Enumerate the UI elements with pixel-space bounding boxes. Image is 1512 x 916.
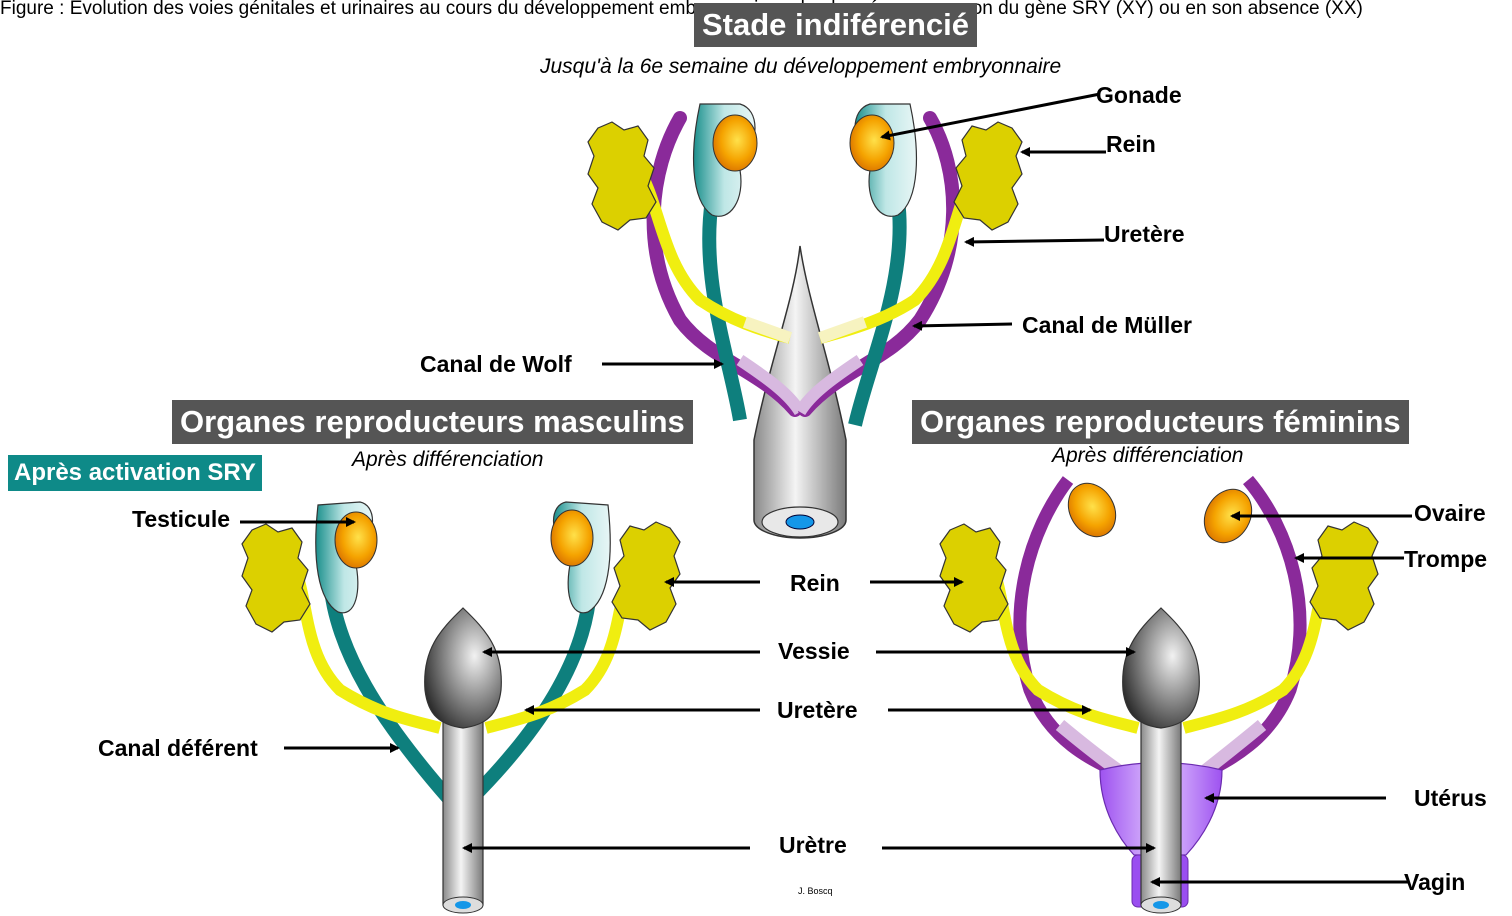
sry-activation-badge: Après activation SRY: [8, 455, 262, 491]
section-subtitle-male: Après différenciation: [352, 448, 543, 472]
gonad-icon: [850, 115, 894, 171]
kidney-icon: [588, 122, 656, 230]
gonad-icon: [551, 510, 593, 566]
kidney-icon: [954, 122, 1022, 230]
gonad-icon: [713, 115, 757, 171]
section-subtitle-indifferent: Jusqu'à la 6e semaine du développement e…: [540, 55, 1061, 79]
arrow-icon: [914, 324, 1012, 326]
label-testicule: Testicule: [132, 506, 230, 533]
label-uretere-top: Uretère: [1104, 221, 1185, 248]
kidney-icon: [940, 524, 1008, 632]
label-canal-wolf: Canal de Wolf: [420, 351, 572, 378]
label-uretere: Uretère: [777, 697, 858, 724]
label-canal-muller: Canal de Müller: [1022, 312, 1192, 339]
section-title-male: Organes reproducteurs masculins: [172, 400, 693, 444]
arrow-icon: [966, 240, 1104, 242]
label-trompe: Trompe: [1404, 546, 1487, 573]
label-ovaire: Ovaire: [1414, 500, 1486, 527]
lumen: [786, 515, 814, 529]
bladder-icon: [1123, 608, 1200, 728]
label-gonade: Gonade: [1096, 82, 1182, 109]
bladder-icon: [425, 608, 502, 728]
kidney-icon: [1310, 522, 1378, 630]
male-organs: [242, 502, 680, 913]
gonad-icon: [335, 512, 377, 568]
kidney-icon: [242, 524, 310, 632]
label-rein-top: Rein: [1106, 131, 1156, 158]
kidney-icon: [612, 522, 680, 630]
label-canal-deferent: Canal déférent: [98, 735, 258, 762]
section-title-indifferent: Stade indiférencié: [694, 3, 977, 47]
section-subtitle-female: Après différenciation: [1052, 444, 1243, 468]
label-rein: Rein: [790, 570, 840, 597]
indifferent-stage: [588, 104, 1022, 538]
credit: J. Boscq: [798, 886, 833, 896]
label-vessie: Vessie: [778, 638, 850, 665]
label-vagin: Vagin: [1404, 869, 1465, 896]
section-title-female: Organes reproducteurs féminins: [912, 400, 1409, 444]
label-uretre: Urètre: [779, 832, 847, 859]
label-uterus: Utérus: [1414, 785, 1487, 812]
